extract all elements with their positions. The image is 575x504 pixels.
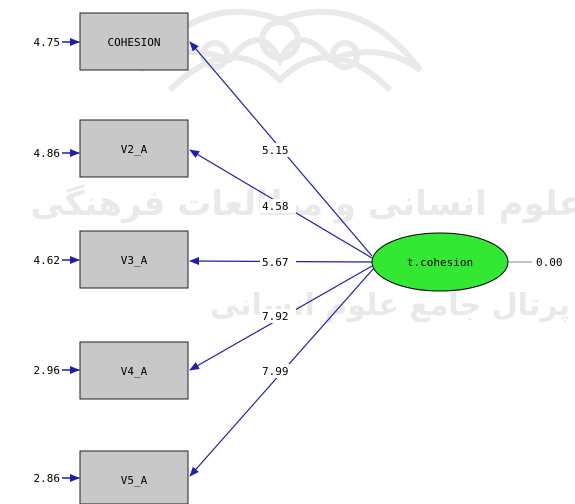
loading-label-bg [260, 143, 296, 157]
latent-variable-label: t.cohesion [407, 256, 473, 269]
loading-value: 7.92 [262, 310, 289, 323]
latent-variance-value: 0.00 [536, 256, 563, 269]
indicator-label: V4_A [121, 365, 148, 378]
indicator-box[interactable] [79, 12, 189, 71]
indicator-box[interactable] [79, 450, 189, 504]
indicator-label: V3_A [121, 254, 148, 267]
watermark-text-line1: پژوهشگاه علوم انسانی و مطالعات فرهنگی [30, 184, 575, 224]
indicator-label: V2_A [121, 143, 148, 156]
loading-value: 7.99 [262, 365, 289, 378]
loading-value: 5.67 [262, 256, 289, 269]
indicator-label: V5_A [121, 474, 148, 487]
error-variance: 4.86 [34, 147, 61, 160]
error-variance: 2.96 [34, 364, 61, 377]
loading-label-bg [260, 255, 296, 269]
indicator-box[interactable] [79, 230, 189, 289]
error-variance: 4.62 [34, 254, 61, 267]
watermark-emblem-icon [137, 8, 423, 93]
loading-label-bg [260, 199, 296, 213]
indicator-label: COHESION [108, 36, 161, 49]
indicator-box-group [79, 12, 189, 504]
loading-labels [260, 143, 296, 378]
error-variance: 2.86 [34, 472, 61, 485]
loading-value: 4.58 [262, 200, 289, 213]
indicator-box[interactable] [79, 341, 189, 400]
error-variance: 4.75 [34, 36, 61, 49]
loading-label-bg [260, 309, 296, 323]
loading-label-bg [260, 364, 296, 378]
loading-value: 5.15 [262, 144, 289, 157]
indicator-box[interactable] [79, 119, 189, 178]
